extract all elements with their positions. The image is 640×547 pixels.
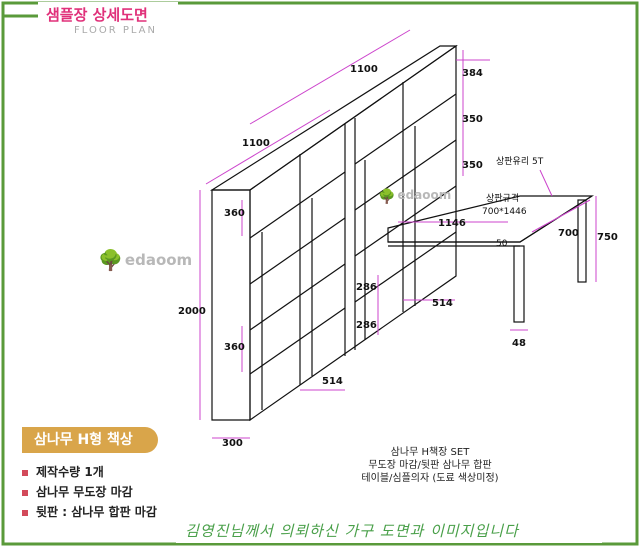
shelf-line xyxy=(249,263,346,331)
shelf-line xyxy=(249,217,346,285)
dim-table-depth: 700 xyxy=(558,228,579,239)
shelf-line xyxy=(354,185,457,257)
dim-top-width: 1100 xyxy=(350,64,378,75)
dim-shelf-mid2: 350 xyxy=(462,160,483,171)
product-badge: 삼나무 H형 책상 xyxy=(22,427,158,453)
tree-icon: 🌳 xyxy=(98,248,123,272)
left-unit-front xyxy=(211,189,251,421)
dim-line-table-depth xyxy=(531,199,591,233)
brand-watermark-small-text: edaoom xyxy=(397,188,452,202)
dimension-lines xyxy=(199,29,597,439)
bullet-icon xyxy=(22,489,28,496)
dim-table-height: 750 xyxy=(597,232,618,243)
set-note-line: 테이블/심플의자 (도료 색상미정) xyxy=(361,473,499,484)
bullet-icon xyxy=(22,509,28,516)
product-spec-list: 제작수량 1개 삼나무 무도장 마감 뒷판 : 삼나무 합판 마감 xyxy=(22,462,157,522)
tree-icon: 🌳 xyxy=(378,189,396,205)
spec-item: 뒷판 : 삼나무 합판 마감 xyxy=(22,502,157,522)
set-note: 삼나무 H책장 SET 무도장 마감/뒷판 삼나무 합판 테이블/심플의자 (도… xyxy=(330,446,530,485)
page-subtitle: FLOOR PLAN xyxy=(74,25,157,36)
shelf-line xyxy=(354,231,457,303)
dim-shelf-mid1: 350 xyxy=(462,114,483,125)
dim-height: 2000 xyxy=(178,306,206,317)
table-leg-back xyxy=(577,199,587,283)
dim-side-depth: 1100 xyxy=(242,138,270,149)
frame-footer-gap xyxy=(176,513,602,543)
shelf-line xyxy=(249,171,346,239)
dim-depth: 300 xyxy=(222,438,243,449)
dim-inner-height-1: 286 xyxy=(356,282,377,293)
dim-spacing-lower: 360 xyxy=(224,342,245,353)
bookshelf-outline xyxy=(209,44,595,422)
dim-inner-height-2: 286 xyxy=(356,320,377,331)
frame-title-gap xyxy=(38,2,178,32)
shelf-line xyxy=(354,93,457,165)
bullet-icon xyxy=(22,469,28,476)
left-unit-side xyxy=(249,44,457,422)
glass-leader xyxy=(539,169,553,197)
brand-watermark-text: edaoom xyxy=(124,251,193,269)
label-glass: 상판유리 5T xyxy=(496,156,544,167)
left-unit-top xyxy=(209,45,458,191)
label-table-spec-title: 상판규격 xyxy=(486,192,519,204)
dim-line-side xyxy=(205,109,331,185)
dim-inner-width-front: 514 xyxy=(322,376,343,387)
dim-line-top xyxy=(249,29,411,125)
dim-shelf-top: 384 xyxy=(462,68,483,79)
spec-item: 삼나무 무도장 마감 xyxy=(22,482,157,502)
spec-item: 제작수량 1개 xyxy=(22,462,157,482)
dim-inner-width-back: 514 xyxy=(432,298,453,309)
shelf-line xyxy=(249,307,346,375)
label-table-spec-size: 700*1446 xyxy=(482,207,527,217)
shelf-line xyxy=(354,139,457,211)
table-edge xyxy=(388,195,593,243)
set-note-line: 무도장 마감/뒷판 삼나무 합판 xyxy=(368,460,492,471)
set-note-line: 삼나무 H책장 SET xyxy=(390,447,470,458)
dim-table-length: 1146 xyxy=(438,218,466,229)
footer-caption: 김영진님께서 의뢰하신 가구 도면과 이미지입니다 xyxy=(185,522,519,540)
brand-watermark-small: 🌳edaoom xyxy=(378,188,451,205)
dim-spacing-upper: 360 xyxy=(224,208,245,219)
table-leg-front xyxy=(513,245,525,323)
page-title: 샘플장 상세도면 xyxy=(46,6,148,24)
dim-leg-width: 48 xyxy=(512,338,526,349)
dim-table-small: 50 xyxy=(496,239,508,249)
brand-watermark: 🌳edaoom xyxy=(98,248,192,272)
